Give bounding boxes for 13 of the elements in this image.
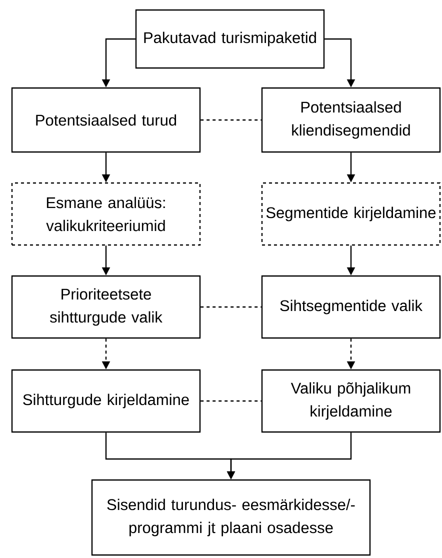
process-box: Sihtsegmentide valik xyxy=(261,275,441,339)
connector-line xyxy=(200,119,262,121)
process-box: Potentsiaalsed turud xyxy=(11,87,201,153)
dashed-process-box: Esmane analüüs: valikukriteeriumid xyxy=(11,182,201,246)
process-box: Sisendid turundus- eesmärkidesse/-programmi jt plaani osadesse xyxy=(91,479,371,556)
process-box: Prioriteetsete sihtturgude valik xyxy=(11,275,201,339)
connector-line xyxy=(200,306,262,308)
process-box: Valiku põhjalikum kirjeldamine xyxy=(261,369,441,433)
dashed-process-box: Segmentide kirjeldamine xyxy=(261,182,441,246)
process-box: Potentsiaalsed kliendisegmendid xyxy=(261,87,441,153)
process-box: Pakutavad turismipaketid xyxy=(135,9,325,69)
connector-line xyxy=(200,400,262,402)
process-box: Sihtturgude kirjeldamine xyxy=(11,369,201,433)
